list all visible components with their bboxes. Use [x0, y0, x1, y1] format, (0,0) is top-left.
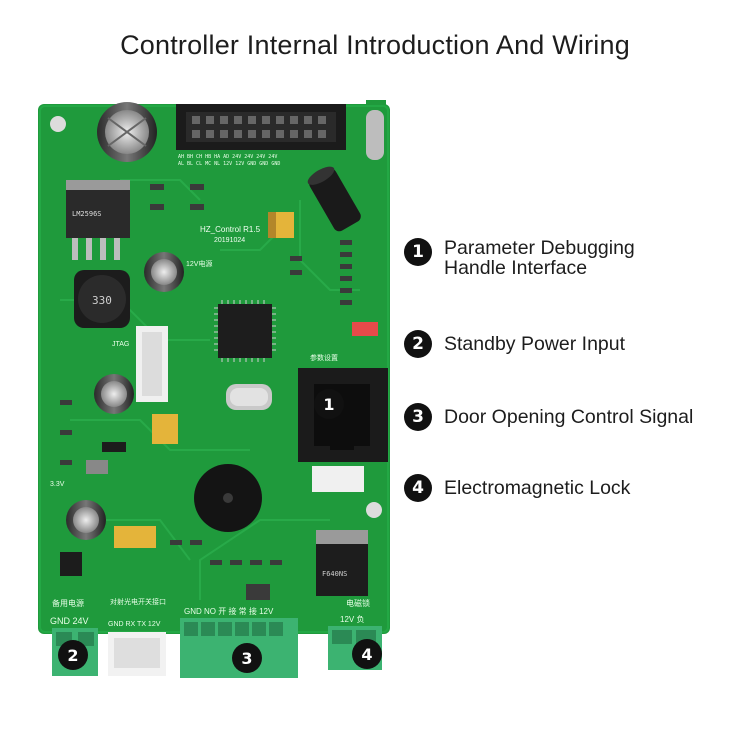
legend-item-4: 4 Electromagnetic Lock	[404, 474, 630, 502]
tantalum-cap	[114, 526, 156, 548]
terminal-right-cn: 电磁锁	[346, 598, 370, 608]
header-pin-labels-2: AL BL CL MC NL 12V 12V GND GND GND	[178, 161, 280, 167]
legend-text-1: Parameter Debugging Handle Interface	[444, 238, 635, 278]
legend-item-1: 1 Parameter Debugging Handle Interface	[404, 238, 635, 278]
mosfet	[316, 544, 368, 596]
mount-hole	[366, 502, 382, 518]
legend-item-2: 2 Standby Power Input	[404, 330, 625, 358]
svg-text:2: 2	[67, 646, 78, 665]
dip-switch	[352, 322, 378, 336]
board-marker-3: 3	[232, 643, 262, 673]
legend-number-1: 1	[404, 238, 432, 266]
jtag-label: JTAG	[112, 341, 129, 348]
board-model: HZ_Control R1.5	[200, 225, 261, 234]
tantalum-cap	[152, 414, 178, 444]
legend-text-3: Door Opening Control Signal	[444, 407, 693, 427]
terminal-mid-cn: 对射光电开关接口	[110, 597, 166, 606]
voltage-label: 3.3V	[50, 481, 65, 488]
regulator-label: LM2596S	[72, 210, 102, 218]
legend-number-3: 3	[404, 403, 432, 431]
legend-number-2: 2	[404, 330, 432, 358]
voltage-regulator	[66, 188, 130, 238]
legend-line: Standby Power Input	[444, 333, 626, 355]
legend-line: Electromagnetic Lock	[444, 477, 631, 499]
crystal	[366, 110, 384, 160]
legend-line: Parameter Debugging	[444, 237, 635, 259]
page-title: Controller Internal Introduction And Wir…	[120, 30, 630, 60]
legend-text-2: Standby Power Input	[444, 334, 625, 354]
mosfet-label: F640NS	[322, 570, 347, 578]
cylinder-component	[307, 166, 361, 232]
board-marker-4: 4	[352, 639, 382, 669]
board-date: 20191024	[214, 237, 245, 244]
svg-text:3: 3	[241, 649, 252, 668]
legend-line: Door Opening Control Signal	[444, 406, 694, 428]
legend-item-3: 3 Door Opening Control Signal	[404, 403, 693, 431]
terminal-right-label: 12V 负	[340, 614, 364, 624]
header-pin-labels: AH BH CH HB HA AD 24V 24V 24V 24V	[178, 154, 277, 160]
svg-text:1: 1	[323, 395, 334, 414]
bottom-mid-label: GND RX TX 12V	[108, 621, 161, 628]
terminal-mid-label: GND NO 开 接 常 接 12V	[184, 606, 274, 616]
svg-text:4: 4	[361, 645, 372, 664]
legend-number-4: 4	[404, 474, 432, 502]
mount-hole	[50, 116, 66, 132]
board-marker-2: 2	[58, 640, 88, 670]
microcontroller	[218, 304, 272, 358]
power-led-label: 12V电源	[186, 259, 212, 268]
white-connector	[312, 466, 364, 492]
legend-line: Handle Interface	[444, 257, 588, 279]
legend-text-4: Electromagnetic Lock	[444, 478, 630, 498]
inductor-label: 330	[92, 294, 112, 307]
dip-label: 参数设置	[310, 353, 338, 362]
terminal-left-label: GND 24V	[50, 616, 89, 626]
terminal-left-cn: 备用电源	[52, 598, 84, 608]
board-marker-1: 1	[314, 389, 344, 419]
